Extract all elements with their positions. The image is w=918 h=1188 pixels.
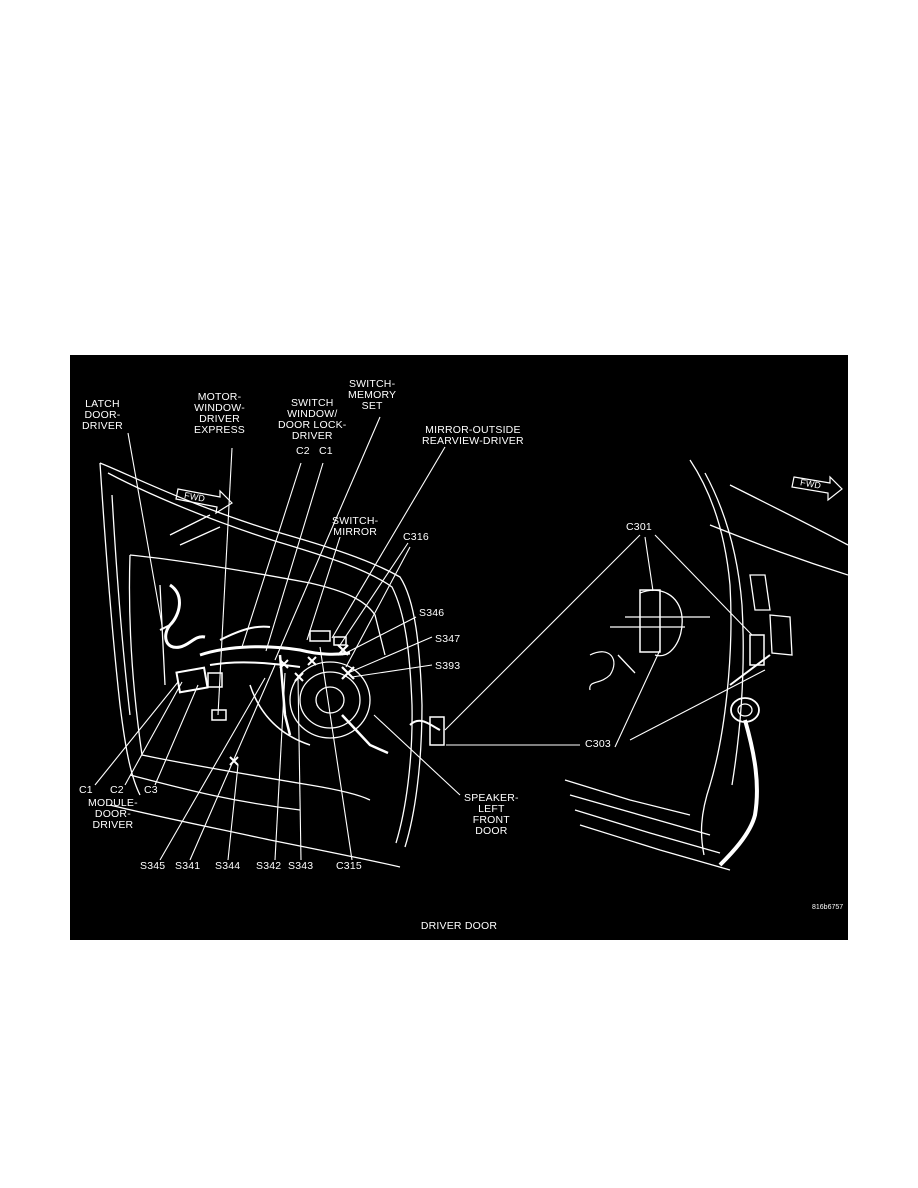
driver-door-left-view xyxy=(99,462,445,868)
label-c316: C316 xyxy=(403,531,429,543)
label-switch-mirror: SWITCH-MIRROR xyxy=(332,515,379,538)
label-c303: C303 xyxy=(585,738,611,750)
label-module-c1: C1 xyxy=(79,784,93,796)
label-s346: S346 xyxy=(419,607,445,619)
label-switch-window-c1: C1 xyxy=(319,445,333,457)
label-s342: S342 xyxy=(256,860,282,872)
label-s341: S341 xyxy=(175,860,201,872)
image-code: 816b6757 xyxy=(812,904,844,911)
label-s344: S344 xyxy=(215,860,241,872)
label-s393: S393 xyxy=(435,660,461,672)
label-s345: S345 xyxy=(140,860,166,872)
label-module-c2: C2 xyxy=(110,784,124,796)
label-s347: S347 xyxy=(435,633,461,645)
label-switch-window-c2: C2 xyxy=(296,445,310,457)
label-s343: S343 xyxy=(288,860,314,872)
label-module-c3: C3 xyxy=(144,784,158,796)
label-c301: C301 xyxy=(626,521,652,533)
label-c315: C315 xyxy=(336,860,362,872)
leader-lines xyxy=(94,416,766,861)
label-module-door-driver: MODULE-DOOR-DRIVER xyxy=(88,797,138,831)
door-illustration xyxy=(94,416,848,871)
driver-door-right-view xyxy=(564,459,848,871)
caption: DRIVER DOOR xyxy=(420,920,498,932)
